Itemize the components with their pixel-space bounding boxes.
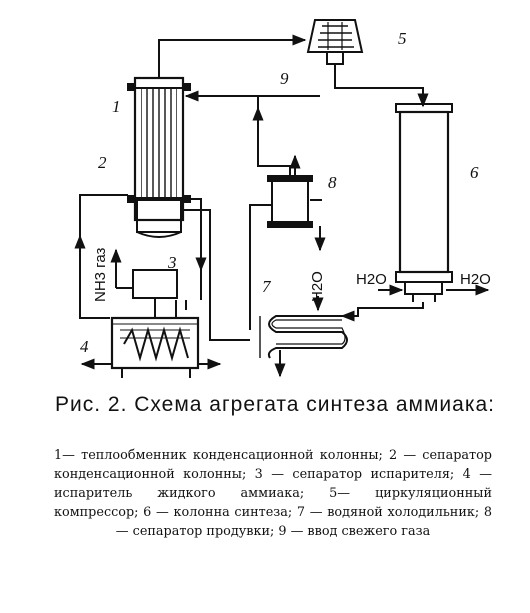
pipe-6-to-7 — [340, 302, 424, 322]
label-9: 9 — [280, 69, 289, 88]
label-2: 2 — [98, 153, 107, 172]
label-5: 5 — [398, 29, 407, 48]
pipe-9-to-8 — [257, 96, 291, 176]
heat-exchanger-1 — [127, 76, 191, 222]
evaporator-4 — [110, 316, 200, 370]
ammonia-synthesis-diagram: 1 2 3 4 5 6 7 8 9 NH3 газ H2O H2O H2O — [74, 19, 491, 378]
water-cooler-7 — [259, 315, 348, 359]
label-8: 8 — [328, 173, 337, 192]
pipe-left-loop — [79, 194, 128, 319]
h2o-out-label: H2O — [460, 271, 491, 288]
pipe-5-to-6 — [334, 64, 429, 108]
pipe-1-to-5 — [158, 34, 307, 78]
label-4: 4 — [80, 337, 89, 356]
compressor-5 — [306, 19, 364, 65]
purge-separator-8 — [267, 175, 313, 228]
label-6: 6 — [470, 163, 479, 182]
label-1: 1 — [112, 97, 121, 116]
h2o-in-label: H2O — [356, 271, 387, 288]
cooler-h2o-label: H2O — [309, 271, 326, 302]
label-7: 7 — [262, 277, 272, 296]
separator-2 — [136, 199, 182, 238]
figure-caption-title: Рис. 2. Схема агрегата синтеза аммиака: — [54, 393, 496, 416]
figure-legend: 1— теплообменник конденсационной колонны… — [54, 448, 492, 539]
nh3-gas-label: NH3 газ — [92, 248, 109, 302]
label-3: 3 — [167, 253, 177, 272]
synthesis-column-6 — [395, 103, 453, 302]
evaporator-separator-3 — [132, 269, 178, 299]
pipe-1-to-4 — [183, 198, 207, 272]
pipe-7-to-8 — [249, 204, 272, 330]
